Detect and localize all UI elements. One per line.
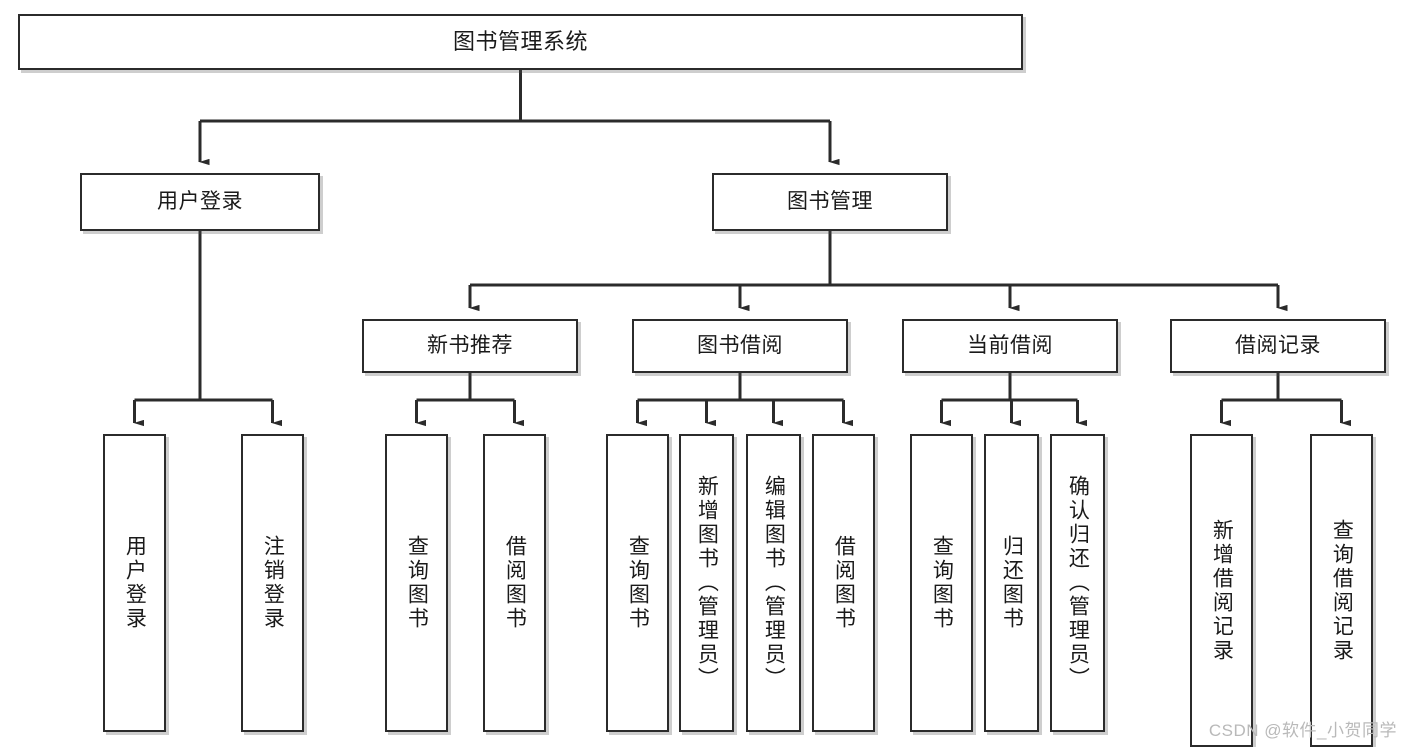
node-label-user-login: 用户登录	[157, 189, 243, 213]
node-leaf-bb-add[interactable]: 新增图书（管理员）	[679, 434, 734, 732]
node-borrow-record[interactable]: 借阅记录	[1170, 319, 1386, 373]
node-label-book-borrow: 图书借阅	[697, 333, 783, 357]
node-root[interactable]: 图书管理系统	[18, 14, 1023, 70]
node-leaf-cb-confirm[interactable]: 确认归还（管理员）	[1050, 434, 1105, 732]
node-label-leaf-cb-return: 归还图书	[1000, 535, 1024, 631]
node-leaf-cb-query[interactable]: 查询图书	[910, 434, 973, 732]
node-leaf-bb-query[interactable]: 查询图书	[606, 434, 669, 732]
node-user-login[interactable]: 用户登录	[80, 173, 320, 231]
node-label-leaf-cb-confirm: 确认归还（管理员）	[1066, 475, 1090, 691]
node-label-leaf-user-logout: 注销登录	[261, 535, 285, 631]
node-book-borrow[interactable]: 图书借阅	[632, 319, 848, 373]
node-leaf-br-query[interactable]: 查询借阅记录	[1310, 434, 1373, 747]
node-label-leaf-bb-add: 新增图书（管理员）	[695, 475, 719, 691]
node-label-leaf-rec-query: 查询图书	[405, 535, 429, 631]
node-label-leaf-user-login: 用户登录	[123, 535, 147, 631]
node-label-leaf-rec-borrow: 借阅图书	[503, 535, 527, 631]
node-current-borrow[interactable]: 当前借阅	[902, 319, 1118, 373]
node-label-leaf-bb-edit: 编辑图书（管理员）	[762, 475, 786, 691]
node-label-leaf-cb-query: 查询图书	[930, 535, 954, 631]
node-leaf-user-login[interactable]: 用户登录	[103, 434, 166, 732]
node-leaf-br-add[interactable]: 新增借阅记录	[1190, 434, 1253, 747]
node-label-root: 图书管理系统	[452, 29, 588, 55]
node-label-book-manage: 图书管理	[787, 189, 873, 213]
node-new-book-rec[interactable]: 新书推荐	[362, 319, 578, 373]
node-leaf-user-logout[interactable]: 注销登录	[241, 434, 304, 732]
node-label-leaf-br-add: 新增借阅记录	[1210, 518, 1234, 663]
node-book-manage[interactable]: 图书管理	[712, 173, 948, 231]
node-label-leaf-bb-query: 查询图书	[626, 535, 650, 631]
watermark-text: CSDN @软件_小贺同学	[1208, 721, 1397, 740]
node-leaf-rec-borrow[interactable]: 借阅图书	[483, 434, 546, 732]
node-leaf-cb-return[interactable]: 归还图书	[984, 434, 1039, 732]
node-label-borrow-record: 借阅记录	[1235, 333, 1321, 357]
node-leaf-rec-query[interactable]: 查询图书	[385, 434, 448, 732]
node-leaf-bb-edit[interactable]: 编辑图书（管理员）	[746, 434, 801, 732]
node-label-current-borrow: 当前借阅	[967, 333, 1053, 357]
node-label-new-book-rec: 新书推荐	[427, 333, 513, 357]
node-label-leaf-bb-borrow: 借阅图书	[832, 535, 856, 631]
node-label-leaf-br-query: 查询借阅记录	[1330, 518, 1354, 663]
node-leaf-bb-borrow[interactable]: 借阅图书	[812, 434, 875, 732]
